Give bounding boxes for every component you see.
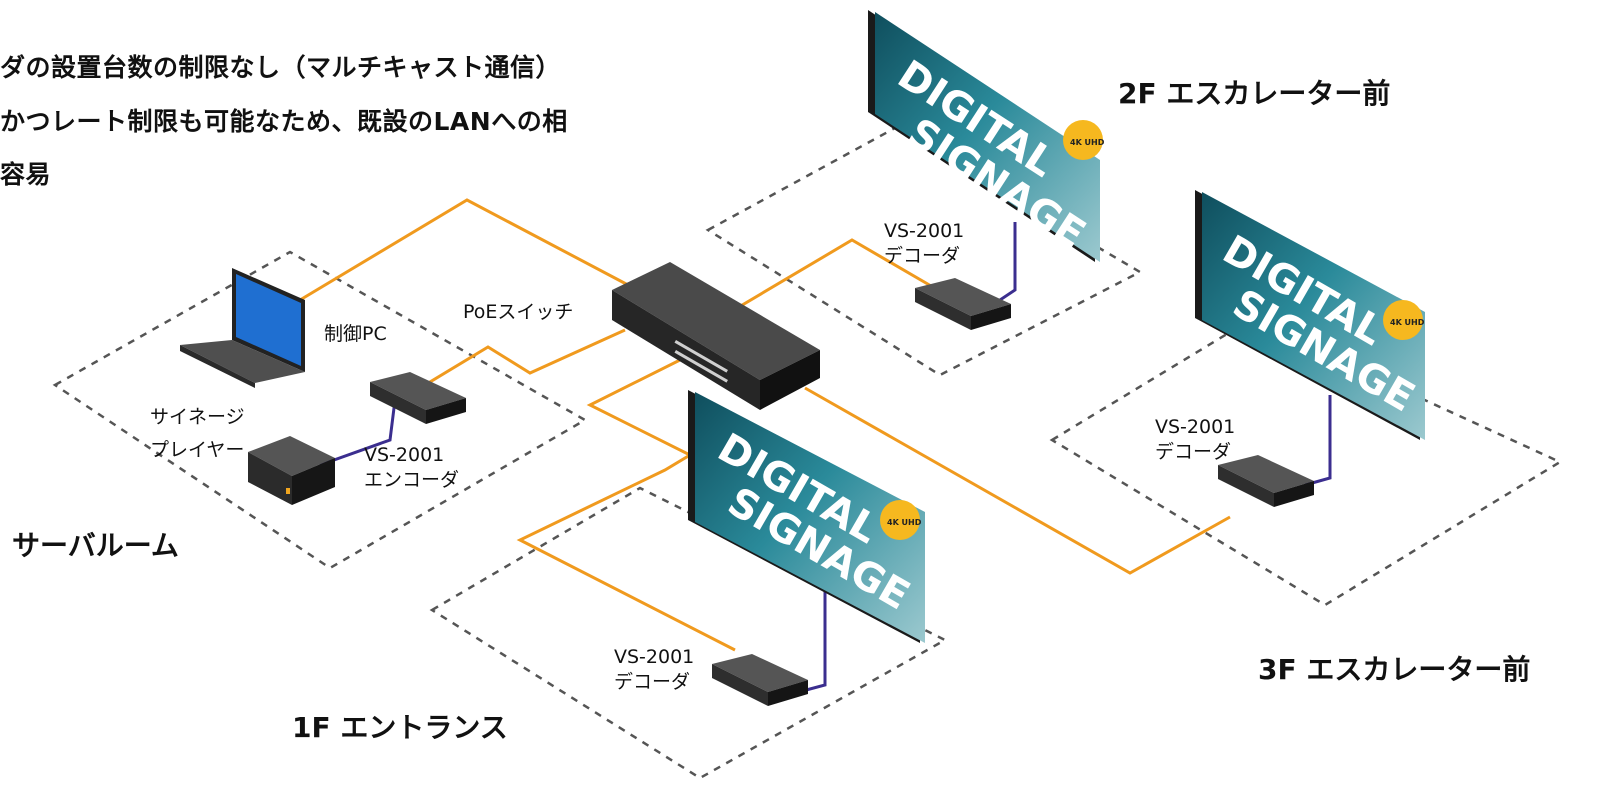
decoder-3f-label-model: VS-2001 bbox=[1155, 416, 1236, 438]
zone-2f bbox=[705, 126, 1143, 377]
laptop-icon bbox=[180, 268, 305, 388]
encoder-label-type: エンコーダ bbox=[364, 469, 460, 491]
encoder-label-model: VS-2001 bbox=[364, 444, 445, 466]
display-3f: DIGITAL SIGNAGE 4K UHD bbox=[1195, 190, 1425, 440]
decoder-3f-label-type: デコーダ bbox=[1155, 441, 1232, 463]
display-2f-badge: 4K UHD bbox=[1070, 138, 1105, 147]
network-switch-icon bbox=[612, 262, 820, 410]
player-label-line2: プレイヤー bbox=[150, 439, 245, 461]
decoder-1f-label-model: VS-2001 bbox=[614, 646, 695, 668]
display-3f-badge: 4K UHD bbox=[1390, 318, 1425, 327]
decoder-box-icon-2f bbox=[915, 278, 1011, 330]
decoder-1f-label-type: デコーダ bbox=[614, 671, 691, 693]
encoder-box-icon bbox=[370, 372, 466, 424]
room-title-1f: 1F エントランス bbox=[292, 711, 508, 744]
intro-line-1: ダの設置台数の制限なし（マルチキャスト通信） bbox=[0, 53, 562, 82]
player-label-line1: サイネージ bbox=[150, 406, 245, 428]
media-player-icon bbox=[248, 436, 335, 505]
zone-server-room bbox=[52, 250, 588, 570]
pc-label: 制御PC bbox=[324, 323, 387, 345]
switch-label: PoEスイッチ bbox=[463, 301, 574, 323]
decoder-box-icon-3f bbox=[1218, 455, 1314, 507]
zone-1f bbox=[429, 486, 948, 780]
display-1f: DIGITAL SIGNAGE 4K UHD bbox=[688, 390, 925, 643]
display-1f-badge: 4K UHD bbox=[887, 518, 922, 527]
intro-line-3: 容易 bbox=[0, 160, 52, 189]
intro-line-2: かつレート制限も可能なため、既設のLANへの相 bbox=[0, 107, 568, 136]
lan-cables bbox=[299, 198, 1231, 652]
decoder-2f-label-type: デコーダ bbox=[884, 245, 961, 267]
decoder-2f-label-model: VS-2001 bbox=[884, 220, 965, 242]
room-title-2f: 2F エスカレーター前 bbox=[1118, 77, 1391, 110]
room-title-server: サーバルーム bbox=[12, 529, 179, 562]
room-title-3f: 3F エスカレーター前 bbox=[1258, 653, 1531, 686]
zone-3f bbox=[1049, 318, 1563, 607]
decoder-box-icon-1f bbox=[712, 654, 808, 706]
